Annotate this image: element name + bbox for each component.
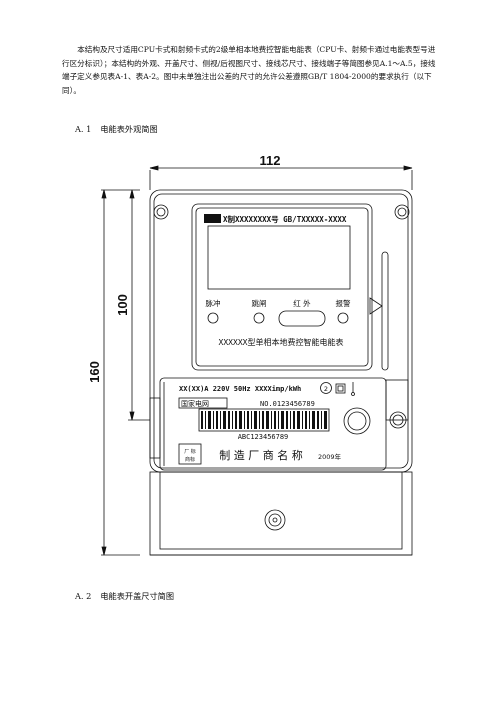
- section-title: 电能表外观简图: [100, 124, 158, 134]
- dim-upper-height-label: 100: [115, 294, 130, 316]
- section-title: 电能表开盖尺寸简图: [100, 591, 175, 601]
- logo-label-line1: 厂 标: [184, 448, 196, 455]
- meter-name: XXXXXX型单相本地费控智能电能表: [219, 337, 344, 347]
- accuracy-class-mark: 2: [324, 385, 328, 393]
- dim-total-height-label: 160: [87, 361, 102, 383]
- manufacture-year: 2009年: [318, 452, 342, 461]
- brand-logo-icon: [204, 214, 221, 223]
- barcode-text: ABC123456789: [238, 433, 289, 441]
- logo-label-line2: 商标: [185, 456, 195, 463]
- indicator-pulse-label: 脉冲: [206, 298, 221, 308]
- serial-number: NO.0123456789: [260, 400, 315, 408]
- indicator-trip-label: 跳闸: [252, 298, 267, 308]
- section-number: A. 2: [75, 591, 92, 601]
- section-number: A. 1: [75, 124, 92, 134]
- spec-line: XX(XX)A 220V 50Hz XXXXimp/kWh: [179, 385, 301, 393]
- section-heading-a1: A. 1 电能表外观简图: [75, 123, 158, 135]
- model-line: X制XXXXXXXX号 GB/TXXXXX-XXXX: [223, 214, 347, 224]
- dim-width-label: 112: [260, 153, 281, 168]
- section-heading-a2: A. 2 电能表开盖尺寸简图: [75, 590, 174, 602]
- manufacturer-name: 制 造 厂 商 名 称: [219, 448, 302, 462]
- intro-paragraph: 本结构及尺寸适用CPU卡式和射频卡式的2级单相本地费控智能电能表（CPU卡、射频…: [62, 45, 436, 95]
- indicator-infrared-label: 红 外: [293, 298, 311, 308]
- indicator-alarm-label: 报警: [336, 298, 351, 308]
- grid-label: 国家电网: [181, 399, 209, 408]
